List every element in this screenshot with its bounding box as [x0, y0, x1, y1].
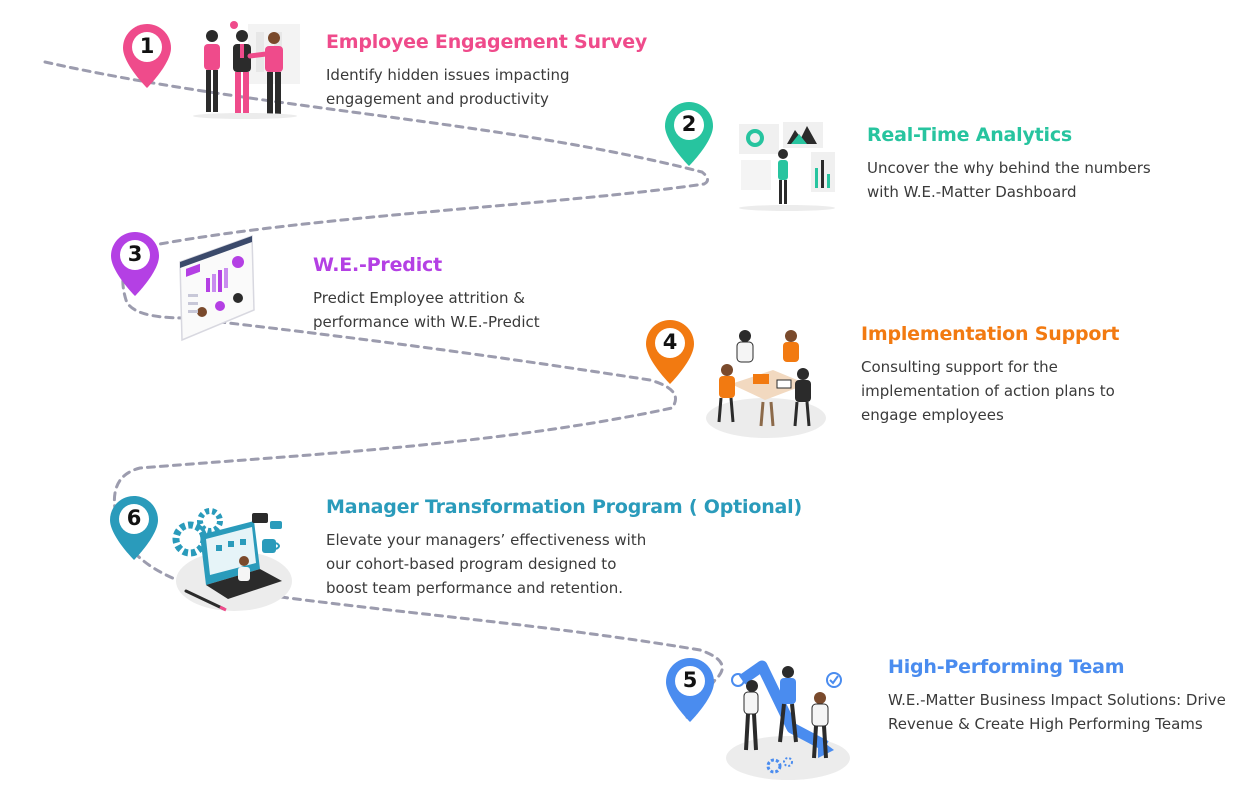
- step-number: 3: [127, 242, 143, 266]
- step-description: Elevate your managers’ effectiveness wit…: [326, 531, 647, 597]
- step-title: W.E.-Predict: [313, 254, 442, 276]
- map-pin-step-4: 4: [644, 318, 696, 386]
- team-meeting-illustration: [706, 330, 826, 438]
- map-pin-step-3: 3: [109, 230, 161, 298]
- step-3: W.E.-Predict Predict Employee attrition …: [313, 254, 540, 334]
- step-4: Implementation Support Consulting suppor…: [861, 323, 1119, 427]
- map-pin-step-2: 2: [663, 100, 715, 168]
- map-pin-step-1: 1: [121, 22, 173, 90]
- step-title: Implementation Support: [861, 323, 1120, 345]
- step-2: Real-Time Analytics Uncover the why behi…: [867, 124, 1151, 204]
- step-number: 2: [681, 112, 697, 136]
- step-title: Employee Engagement Survey: [326, 31, 648, 53]
- predict-dashboard-illustration: [179, 234, 255, 342]
- map-pin-step-5: 5: [664, 656, 716, 724]
- step-number: 6: [126, 506, 142, 530]
- step-number: 5: [682, 668, 698, 692]
- map-pin-icon: [665, 102, 713, 166]
- map-pin-icon: [646, 320, 694, 384]
- step-description: Identify hidden issues impacting engagem…: [326, 66, 570, 108]
- manager-laptop-illustration: [172, 508, 292, 612]
- team-growth-illustration: [726, 660, 850, 780]
- step-title: High-Performing Team: [888, 656, 1125, 678]
- step-number: 1: [139, 34, 155, 58]
- map-pin-icon: [110, 496, 158, 560]
- step-description: Predict Employee attrition & performance…: [313, 289, 540, 331]
- step-1: Employee Engagement Survey Identify hidd…: [326, 31, 647, 111]
- map-pin-icon: [123, 24, 171, 88]
- map-pin-step-6: 6: [108, 494, 160, 562]
- step-title: Manager Transformation Program ( Optiona…: [326, 496, 802, 518]
- dashed-path-line: [43, 60, 724, 722]
- step-description: Consulting support for the implementatio…: [861, 358, 1115, 424]
- map-pin-icon: [111, 232, 159, 296]
- step-6: Manager Transformation Program ( Optiona…: [326, 496, 802, 600]
- step-5: High-Performing Team W.E.-Matter Busines…: [888, 656, 1226, 736]
- map-pin-icon: [666, 658, 714, 722]
- analytics-dashboard-illustration: [739, 122, 835, 211]
- step-title: Real-Time Analytics: [867, 124, 1073, 146]
- step-description: W.E.-Matter Business Impact Solutions: D…: [888, 691, 1226, 733]
- team-handshake-illustration: [193, 21, 300, 119]
- step-number: 4: [662, 330, 678, 354]
- step-description: Uncover the why behind the numbers with …: [867, 159, 1151, 201]
